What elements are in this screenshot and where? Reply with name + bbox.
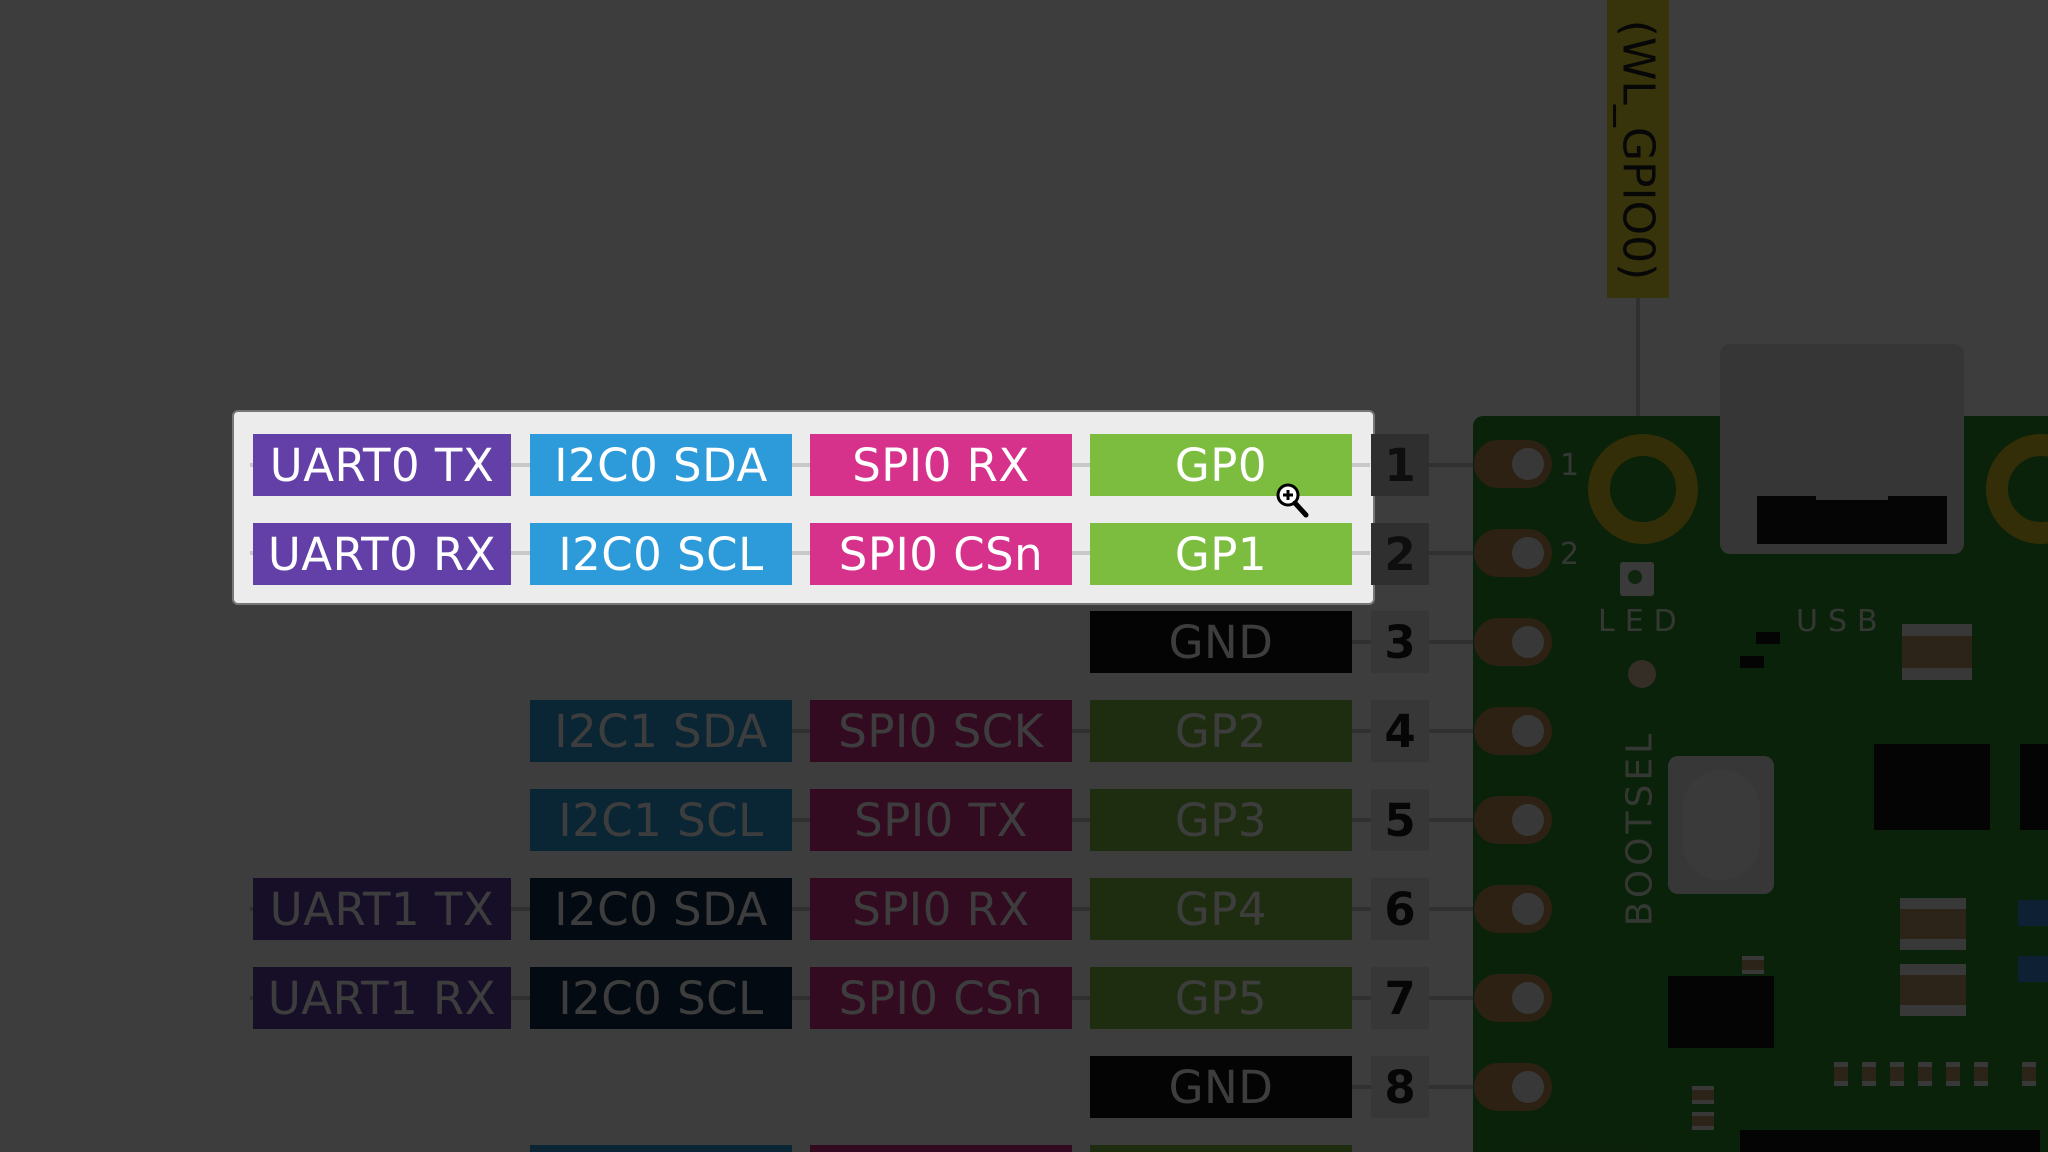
test-point — [1628, 660, 1656, 688]
uart-label: UART1 RX — [253, 967, 511, 1029]
capacitor — [1946, 1062, 1960, 1087]
pin-pad — [1474, 707, 1552, 755]
spi-label[interactable]: SPI0 RX — [810, 434, 1072, 496]
capacitor — [1742, 956, 1764, 975]
spi-label: SPI0 CSn — [810, 967, 1072, 1029]
antenna-connector — [1636, 298, 1640, 418]
chip — [1740, 1130, 2040, 1152]
capacitor — [1862, 1062, 1876, 1087]
pin-pad — [1474, 618, 1552, 666]
led-label: LED — [1598, 604, 1687, 639]
capacitor — [2022, 1062, 2036, 1087]
led-indicator — [1620, 562, 1654, 596]
capacitor — [1834, 1062, 1848, 1087]
uart-label[interactable]: UART0 TX — [253, 434, 511, 496]
spi-label — [810, 1145, 1072, 1152]
pin-pad — [1474, 974, 1552, 1022]
chip — [1668, 976, 1774, 1048]
pin-number: 6 — [1371, 878, 1429, 940]
pin-number: 5 — [1371, 789, 1429, 851]
antenna-label: (WL_GPIO0) — [1612, 19, 1664, 281]
pin-number: 3 — [1371, 611, 1429, 673]
gpio-label — [1090, 1145, 1352, 1152]
pad-label-1: 1 — [1560, 448, 1590, 483]
uart-label[interactable]: UART0 RX — [253, 523, 511, 585]
pin-pad — [1474, 440, 1552, 488]
chip — [1740, 656, 1764, 668]
blue-component — [2018, 956, 2048, 982]
spi-label[interactable]: SPI0 CSn — [810, 523, 1072, 585]
i2c-label[interactable]: I2C0 SDA — [530, 434, 792, 496]
spi-label: SPI0 SCK — [810, 700, 1072, 762]
capacitor — [1890, 1062, 1904, 1087]
uart-label: UART1 TX — [253, 878, 511, 940]
pin-number: 2 — [1371, 523, 1429, 585]
chip — [2020, 744, 2048, 830]
capacitor — [1918, 1062, 1932, 1087]
pin-number: 8 — [1371, 1056, 1429, 1118]
pin-number: 4 — [1371, 700, 1429, 762]
usb-port-icon — [1757, 496, 1947, 544]
gpio-label: GP2 — [1090, 700, 1352, 762]
pin-pad — [1474, 885, 1552, 933]
mounting-hole — [1588, 434, 1698, 544]
capacitor — [1900, 898, 1966, 950]
gpio-label[interactable]: GP1 — [1090, 523, 1352, 585]
i2c-label: I2C1 SDA — [530, 700, 792, 762]
chip — [1874, 744, 1990, 830]
usb-port-opening — [1816, 480, 1888, 500]
gpio-label: GP4 — [1090, 878, 1352, 940]
pad-label-2: 2 — [1560, 537, 1590, 572]
capacitor — [1902, 624, 1972, 680]
i2c-label[interactable]: I2C0 SCL — [530, 523, 792, 585]
i2c-label — [530, 1145, 792, 1152]
pin-pad — [1474, 1063, 1552, 1111]
gnd-label: GND — [1090, 1056, 1352, 1118]
pin-number: 1 — [1371, 434, 1429, 496]
gpio-label: GP3 — [1090, 789, 1352, 851]
pin-pad — [1474, 796, 1552, 844]
gnd-label: GND — [1090, 611, 1352, 673]
capacitor — [1692, 1086, 1714, 1105]
gpio-label: GP5 — [1090, 967, 1352, 1029]
i2c-label: I2C1 SCL — [530, 789, 792, 851]
i2c-label: I2C0 SCL — [530, 967, 792, 1029]
chip — [1756, 632, 1780, 644]
pin-number: 7 — [1371, 967, 1429, 1029]
zoom-in-cursor-icon — [1276, 483, 1309, 518]
spi-label: SPI0 TX — [810, 789, 1072, 851]
bootsel-button — [1668, 756, 1774, 894]
gpio-label[interactable]: GP0 — [1090, 434, 1352, 496]
bootsel-label: BOOTSEL — [1619, 729, 1661, 927]
pin-pad — [1474, 529, 1552, 577]
i2c-label: I2C0 SDA — [530, 878, 792, 940]
capacitor — [1900, 964, 1966, 1016]
spi-label: SPI0 RX — [810, 878, 1072, 940]
capacitor — [1692, 1112, 1714, 1131]
usb-label: USB — [1796, 604, 1888, 639]
blue-component — [2018, 900, 2048, 926]
capacitor — [1974, 1062, 1988, 1087]
